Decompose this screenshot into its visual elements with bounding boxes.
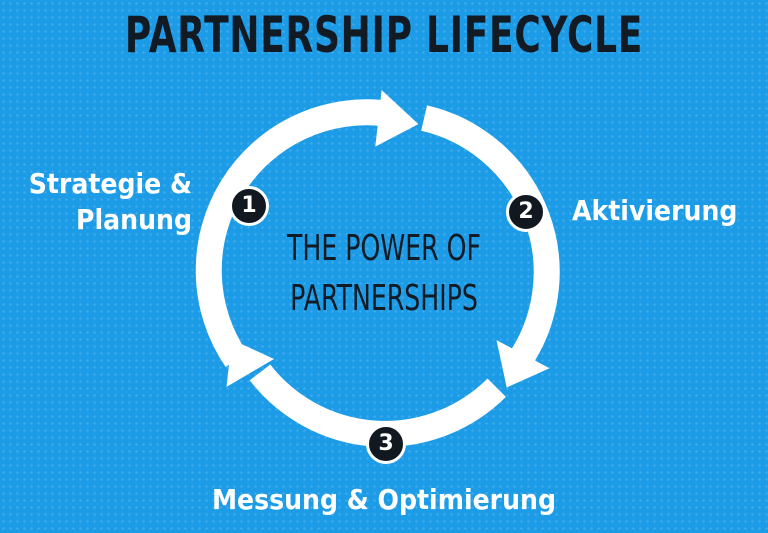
step-3-badge: 3: [366, 424, 406, 464]
center-caption-line-2: PARTNERSHIPS: [290, 278, 478, 319]
arrow-head-2: [496, 340, 550, 388]
arrow-arc-1: [195, 99, 392, 367]
center-caption-line-1: THE POWER OF: [286, 228, 481, 269]
step-1-label: Strategie & Planung: [19, 166, 192, 238]
arrow-head-3: [226, 339, 274, 387]
step-1-label-line-2: Planung: [76, 203, 192, 236]
step-2-label: Aktivierung: [572, 194, 738, 227]
step-1-badge: 1: [229, 186, 269, 226]
diagram-title: PARTNERSHIP LIFECYCLE: [124, 6, 644, 64]
center-caption: THE POWER OF PARTNERSHIPS: [279, 224, 489, 324]
step-1-label-line-1: Strategie &: [28, 167, 192, 200]
arrow-head-1: [375, 90, 419, 147]
step-3-label: Messung & Optimierung: [211, 483, 557, 516]
step-2-badge: 2: [506, 192, 546, 232]
